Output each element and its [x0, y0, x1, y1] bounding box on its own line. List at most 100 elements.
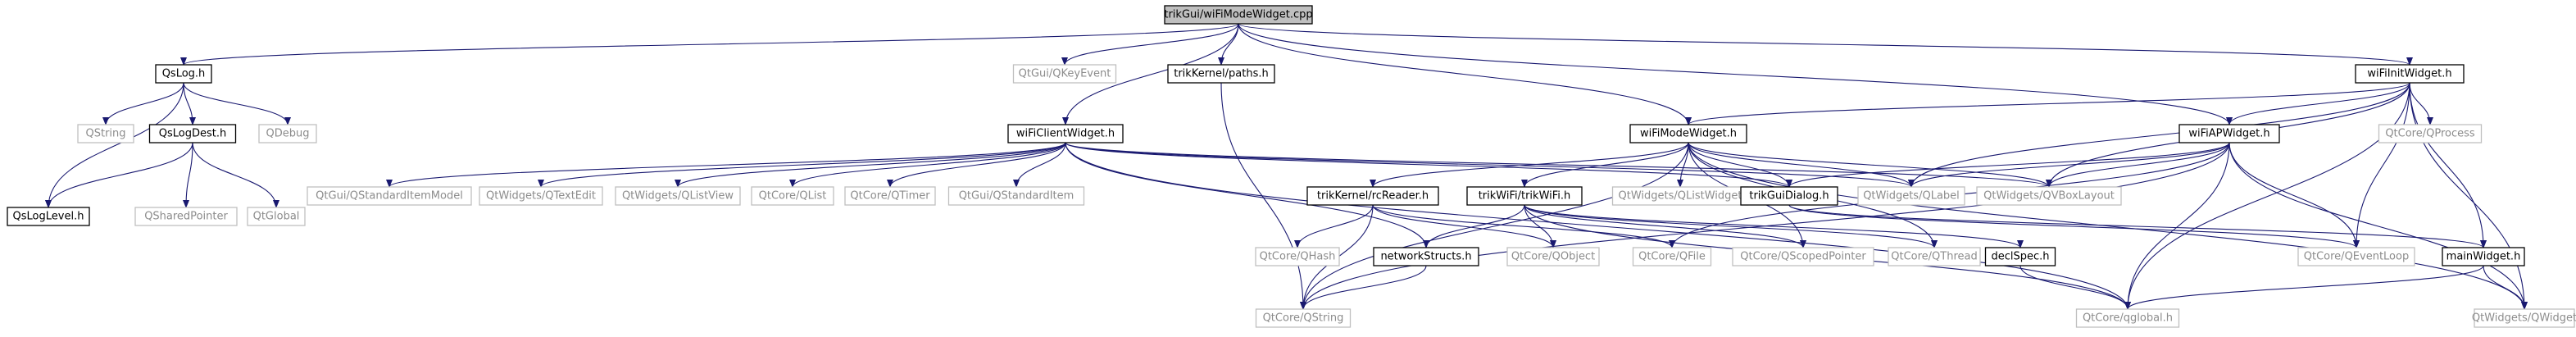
node-box [1007, 124, 1124, 143]
node-qeventloop: QtCore/QEventLoop [2297, 247, 2415, 266]
node-wifiinit[interactable]: wiFiInitWidget.h [2355, 64, 2465, 84]
node-mainwidget[interactable]: mainWidget.h [2442, 247, 2525, 266]
edge-root-to-wifiinit [1238, 23, 2413, 66]
node-label: wiFiInitWidget.h [2367, 68, 2451, 80]
node-box [1976, 186, 2122, 206]
edge-trikwifi-to-declspec [1524, 204, 2024, 248]
node-box [615, 186, 741, 206]
node-root[interactable]: trikGui/wiFiModeWidget.cpp [1164, 5, 1313, 25]
node-label: QtGlobal [253, 211, 300, 223]
node-box [1740, 186, 1838, 206]
node-qtextedit: QtWidgets/QTextEdit [479, 186, 603, 206]
edge-wificlient-to-qglobal [1065, 142, 2131, 310]
node-paths[interactable]: trikKernel/paths.h [1167, 64, 1275, 84]
edge-wifiinit-to-qprocess [2409, 82, 2433, 125]
node-wificlient[interactable]: wiFiClientWidget.h [1007, 124, 1124, 143]
node-box [2297, 247, 2415, 266]
node-box [2178, 124, 2280, 143]
node-label: QtGui/QKeyEvent [1019, 68, 1111, 80]
node-label: QtGui/QStandardItemModel [316, 190, 463, 203]
node-qdebug: QDebug [258, 124, 317, 143]
edge-wificlient-to-guidialog [1065, 142, 1792, 188]
edge-root-to-paths [1218, 23, 1239, 66]
edge-trikwifi-to-qobject [1524, 204, 1556, 248]
edge-qslogdest-to-qsloglevel [45, 142, 193, 208]
node-wifimode[interactable]: wiFiModeWidget.h [1629, 124, 1747, 143]
edge-wificlient-to-qlistview [675, 142, 1066, 188]
edge-wifiinit-to-qeventloop [2353, 82, 2410, 248]
node-netstructs[interactable]: networkStructs.h [1373, 247, 1479, 266]
node-label: QtCore/QObject [1511, 251, 1595, 263]
node-qfile: QtCore/QFile [1632, 247, 1712, 266]
node-label: QtWidgets/QVBoxLayout [1983, 190, 2115, 203]
edge-wifiinit-to-qwidget [2409, 82, 2528, 310]
edge-wifiap-to-qlabel [1908, 142, 2230, 188]
node-qvbox: QtWidgets/QVBoxLayout [1976, 186, 2122, 206]
node-label: QtCore/QTimer [850, 190, 930, 203]
node-wifiap[interactable]: wiFiAPWidget.h [2178, 124, 2280, 143]
node-qstditem: QtGui/QStandardItem [947, 186, 1085, 206]
node-box [1306, 186, 1439, 206]
node-rcreader[interactable]: trikKernel/rcReader.h [1306, 186, 1439, 206]
edge-rcreader-to-qfile [1372, 204, 1675, 248]
node-box [77, 124, 134, 143]
edge-wifimode-to-qwidget [1688, 142, 2528, 310]
node-label: wiFiModeWidget.h [1640, 128, 1737, 140]
edge-qslogdest-to-qtglobal [192, 142, 279, 208]
node-qtcorestring: QtCore/QString [1255, 308, 1352, 328]
node-label: trikGui/wiFiModeWidget.cpp [1164, 9, 1312, 21]
edge-wifiinit-to-qlabel [1908, 82, 2410, 188]
node-label: QtCore/QList [759, 190, 827, 203]
node-box [1632, 247, 1712, 266]
node-label: QString [85, 128, 125, 140]
edge-declspec-to-qglobal [2019, 265, 2131, 310]
node-label: QtCore/QProcess [2385, 128, 2475, 140]
node-box [1373, 247, 1479, 266]
edge-wifimode-to-rcreader [1370, 142, 1689, 188]
node-label: QtWidgets/QTextEdit [486, 190, 596, 203]
node-qprocess: QtCore/QProcess [2378, 124, 2483, 143]
node-box [1888, 247, 1981, 266]
node-label: QsLog.h [162, 68, 206, 80]
node-qscoped: QtCore/QScopedPointer [1732, 247, 1874, 266]
edge-guidialog-to-mainwidget [1788, 204, 2487, 248]
node-guidialog[interactable]: trikGuiDialog.h [1740, 186, 1838, 206]
node-qsharedptr: QSharedPointer [134, 207, 238, 226]
edges-layer [45, 23, 2528, 310]
edge-wificlient-to-qtextedit [538, 142, 1066, 188]
edge-root-to-wifimode [1238, 23, 1692, 125]
edge-wifiap-to-qwidget [2228, 142, 2528, 310]
node-qtimer: QtCore/QTimer [844, 186, 936, 206]
edge-wifiap-to-qglobal [2124, 142, 2230, 310]
node-label: wiFiClientWidget.h [1016, 128, 1115, 140]
edge-wifiap-to-guidialog [1786, 142, 2230, 188]
node-qlabel: QtWidgets/QLabel [1857, 186, 1965, 206]
node-qlist: QtCore/QList [751, 186, 834, 206]
node-label: trikWiFi/trikWiFi.h [1479, 190, 1571, 203]
edge-netstructs-to-qtcorestring [1300, 265, 1427, 310]
node-qslog[interactable]: QsLog.h [155, 64, 212, 84]
node-box [1629, 124, 1747, 143]
edge-wifimode-to-qtcorestring [1300, 142, 1689, 310]
node-box [7, 207, 90, 226]
node-qsloglevel[interactable]: QsLogLevel.h [7, 207, 90, 226]
node-label: QsLogLevel.h [13, 211, 84, 223]
node-label: QtCore/qglobal.h [2083, 312, 2173, 325]
edge-wifiinit-to-qglobal [2124, 82, 2410, 310]
node-box [1255, 247, 1340, 266]
node-label: mainWidget.h [2447, 251, 2521, 263]
edge-root-to-qkeyevent [1061, 23, 1239, 66]
node-box [751, 186, 834, 206]
edge-rcreader-to-qhash [1294, 204, 1374, 248]
node-trikwifi[interactable]: trikWiFi/trikWiFi.h [1466, 186, 1583, 206]
node-qslogdest[interactable]: QsLogDest.h [148, 124, 237, 143]
node-qobject: QtCore/QObject [1506, 247, 1600, 266]
edge-wifiinit-to-mainwidget [2409, 82, 2487, 248]
node-declspec[interactable]: declSpec.h [1984, 247, 2056, 266]
node-box [1466, 186, 1583, 206]
edge-qslog-to-qdebug [183, 82, 291, 125]
node-qstdmodel: QtGui/QStandardItemModel [307, 186, 472, 206]
edge-mainwidget-to-qglobal [2124, 265, 2484, 310]
edge-qslog-to-qsloglevel [45, 82, 184, 208]
edge-wifiinit-to-wifimode [1685, 82, 2410, 125]
